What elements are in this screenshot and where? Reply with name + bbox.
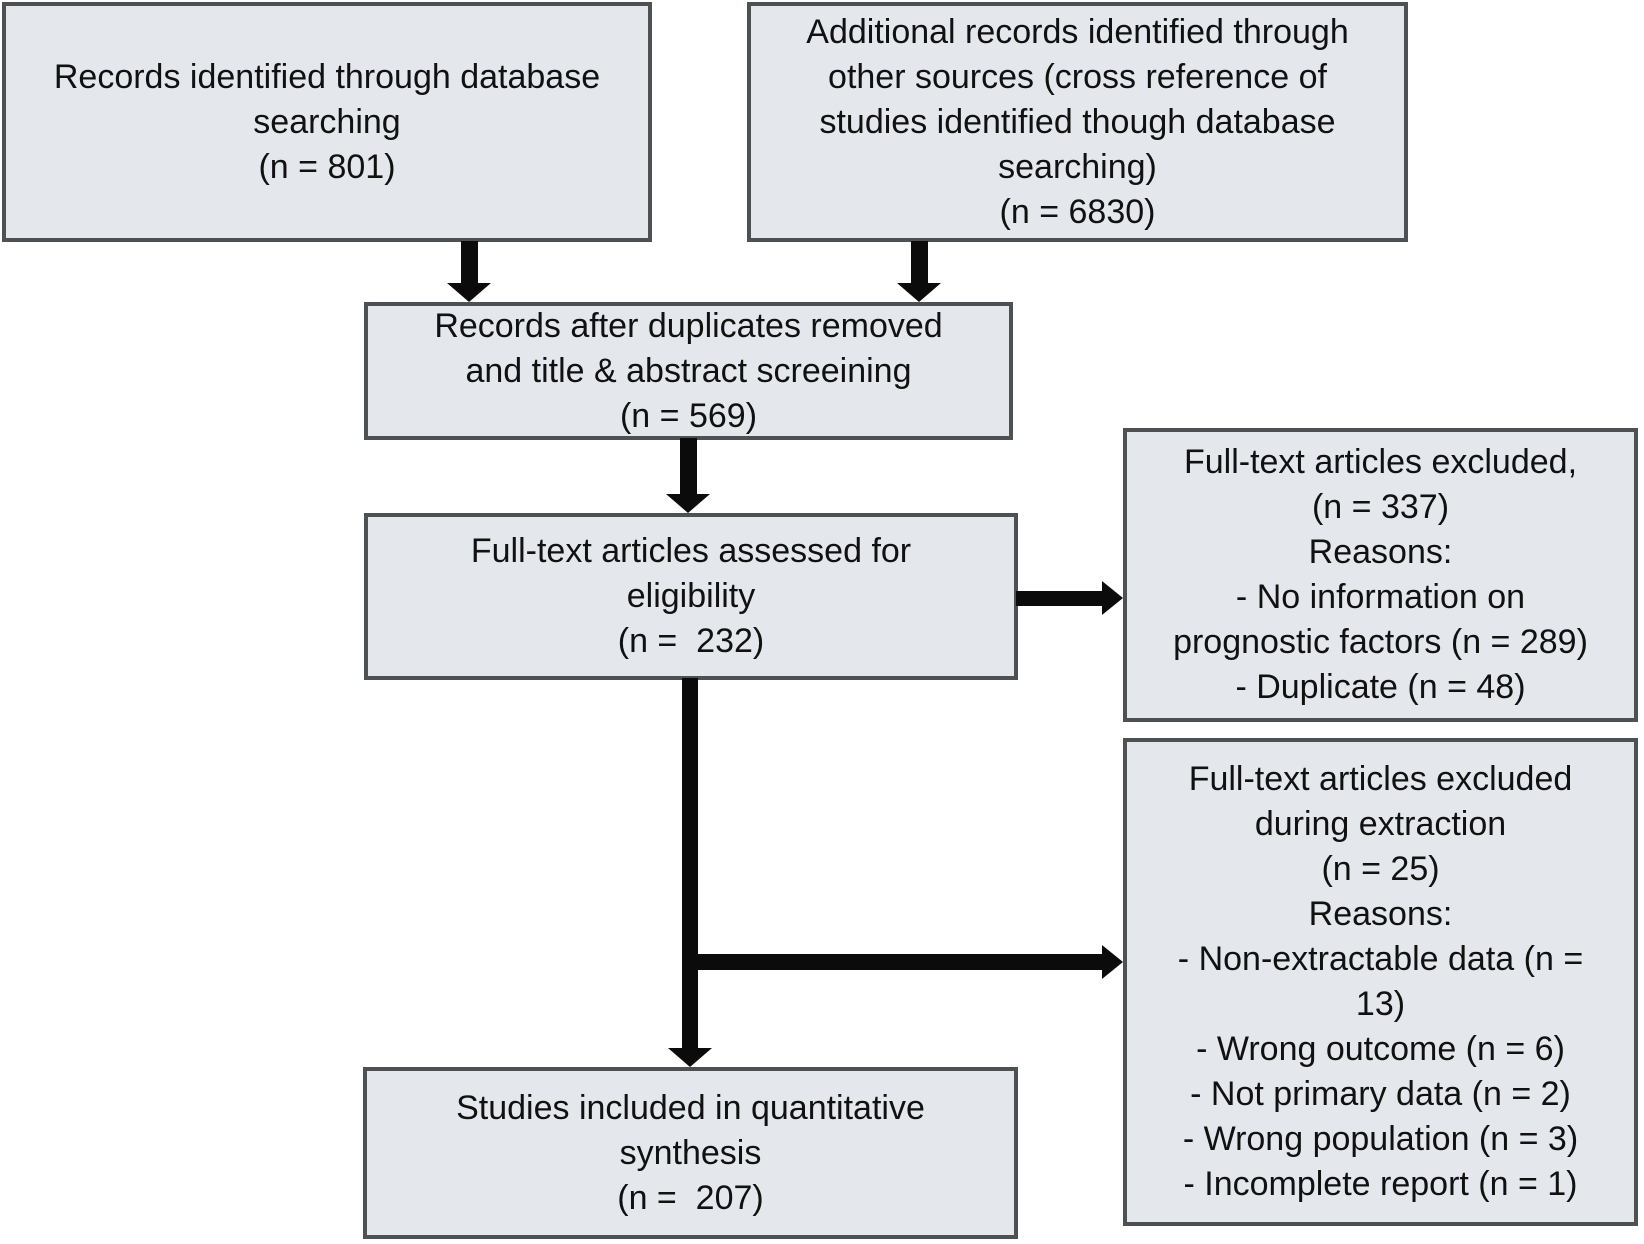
- box-text-line: other sources (cross reference of: [828, 57, 1327, 96]
- box-excluded-extraction: Full-text articles excluded during extra…: [1123, 738, 1638, 1226]
- box-text-line: - Wrong outcome (n = 6): [1196, 1030, 1565, 1068]
- box-text-line: (n = 232): [617, 622, 765, 660]
- arrow-shaft: [680, 438, 697, 495]
- box-text-line: (n = 569): [619, 396, 758, 435]
- box-text-line: - Not primary data (n = 2): [1190, 1075, 1571, 1113]
- box-additional-records: Additional records identified through ot…: [747, 2, 1408, 242]
- arrow-head: [666, 494, 710, 513]
- box-text-line: (n = 801): [258, 147, 396, 186]
- box-text-line: Records identified through database: [53, 57, 601, 96]
- arrow-head: [447, 283, 491, 302]
- box-text-line: Reasons:: [1308, 533, 1453, 571]
- box-text-line: Studies included in quantitative: [456, 1088, 925, 1127]
- box-text-line: - Duplicate (n = 48): [1235, 668, 1526, 706]
- box-fulltext-assessed: Full-text articles assessed for eligibil…: [364, 513, 1018, 680]
- arrow-head: [1102, 945, 1123, 979]
- box-text-line: eligibility: [626, 577, 756, 615]
- box-text-line: Full-text articles assessed for: [470, 532, 912, 570]
- box-text-line: Full-text articles excluded: [1188, 760, 1573, 798]
- box-text-line: (n = 6830): [999, 192, 1156, 231]
- box-text-line: Records after duplicates removed: [434, 306, 943, 345]
- box-text-line: and title & abstract screeining: [465, 351, 912, 390]
- arrow-head: [668, 1048, 712, 1067]
- box-text-line: prognostic factors (n = 289): [1173, 623, 1588, 661]
- box-text-line: Additional records identified through: [806, 12, 1349, 51]
- box-text-line: synthesis: [619, 1133, 762, 1172]
- arrow-shaft: [690, 954, 1104, 970]
- box-text-line: - Incomplete report (n = 1): [1183, 1165, 1578, 1203]
- arrow-shaft: [1016, 591, 1104, 606]
- box-text-line: searching: [253, 102, 401, 141]
- arrow-head: [1102, 581, 1123, 615]
- arrow-head: [897, 283, 941, 302]
- box-included-quantitative: Studies included in quantitative synthes…: [363, 1067, 1018, 1239]
- box-text-line: studies identified though database: [819, 102, 1336, 141]
- box-text-line: - Wrong population (n = 3): [1182, 1120, 1579, 1158]
- box-fulltext-excluded: Full-text articles excluded, (n = 337) R…: [1123, 428, 1638, 722]
- box-text-line: Reasons:: [1308, 895, 1453, 933]
- arrow-shaft: [682, 678, 698, 1049]
- box-after-duplicates: Records after duplicates removed and tit…: [364, 302, 1013, 440]
- box-text-line: - Non-extractable data (n =: [1177, 940, 1584, 978]
- box-text-line: searching): [998, 147, 1157, 186]
- box-text-line: 13): [1355, 985, 1406, 1023]
- box-text-line: (n = 337): [1311, 488, 1450, 526]
- box-records-identified: Records identified through database sear…: [2, 2, 652, 242]
- box-text-line: - No information on: [1235, 578, 1526, 616]
- arrow-shaft: [461, 241, 478, 284]
- arrow-shaft: [911, 241, 928, 284]
- box-text-line: Full-text articles excluded,: [1183, 443, 1578, 481]
- box-text-line: (n = 207): [617, 1178, 764, 1217]
- box-text-line: (n = 25): [1321, 850, 1440, 888]
- box-text-line: during extraction: [1254, 805, 1507, 843]
